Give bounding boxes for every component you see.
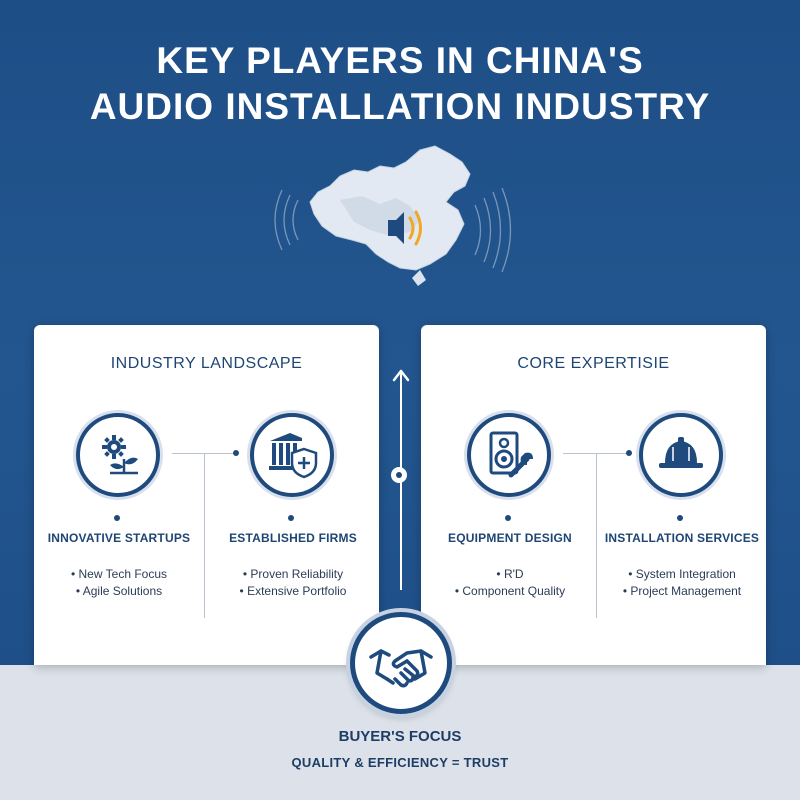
page-title-line-2: AUDIO INSTALLATION INDUSTRY <box>89 86 711 127</box>
buyers-focus-badge <box>350 612 452 714</box>
connector-dot <box>114 515 120 521</box>
china-map-illustration <box>270 140 530 290</box>
bullet-item: • New Tech Focus <box>70 567 168 581</box>
buyers-focus-title: BUYER'S FOCUS <box>338 728 462 745</box>
innovative-startups-title: INNOVATIVE STARTUPS <box>47 531 191 545</box>
bullet-item: • Component Quality <box>454 584 566 598</box>
speaker-wrench-icon <box>489 431 533 478</box>
arrow-up-icon <box>392 369 410 382</box>
core-expertise-panel: CORE EXPERTISIE EQUIPMENT DESIGN • R'D •… <box>421 325 766 665</box>
innovative-startups-bullets: • New Tech Focus • Agile Solutions <box>34 566 204 600</box>
connector-dot <box>626 450 632 456</box>
connector-dot <box>288 515 294 521</box>
established-firms-bullets: • Proven Reliability • Extensive Portfol… <box>208 566 378 600</box>
center-connector-node <box>391 467 407 483</box>
established-firms-badge <box>250 413 334 497</box>
installation-services-bullets: • System Integration • Project Managemen… <box>597 566 767 600</box>
industry-landscape-title: INDUSTRY LANDSCAPE <box>110 355 303 372</box>
core-expertise-title: CORE EXPERTISIE <box>517 355 670 372</box>
installation-services-title: INSTALLATION SERVICES <box>604 531 760 545</box>
bullet-item: • Proven Reliability <box>242 567 344 581</box>
bullet-item: • R'D <box>496 567 524 581</box>
handshake-icon <box>369 649 433 688</box>
connector-dot <box>505 515 511 521</box>
bullet-item: • Agile Solutions <box>75 584 163 598</box>
page-title-line-1: KEY PLAYERS IN CHINA'S <box>156 40 644 81</box>
installation-services-badge <box>639 413 723 497</box>
connector-dot <box>677 515 683 521</box>
hard-hat-icon <box>659 437 703 468</box>
divider-line <box>204 453 205 618</box>
established-firms-title: ESTABLISHED FIRMS <box>229 531 357 545</box>
china-map-sound-icon <box>274 145 512 286</box>
bullet-item: • Extensive Portfolio <box>239 584 347 598</box>
divider-line <box>596 453 597 618</box>
equipment-design-bullets: • R'D • Component Quality <box>425 566 595 600</box>
industry-landscape-panel: INDUSTRY LANDSCAPE <box>34 325 379 665</box>
equipment-design-badge <box>467 413 551 497</box>
connector-dot <box>233 450 239 456</box>
equipment-design-title: EQUIPMENT DESIGN <box>448 531 572 545</box>
buyers-focus-subtitle: QUALITY & EFFICIENCY = TRUST <box>291 755 509 770</box>
bullet-item: • Project Management <box>622 584 742 598</box>
bullet-item: • System Integration <box>628 567 736 581</box>
gear-plant-icon <box>102 435 138 475</box>
building-shield-icon <box>269 433 318 479</box>
innovative-startups-badge <box>76 413 160 497</box>
